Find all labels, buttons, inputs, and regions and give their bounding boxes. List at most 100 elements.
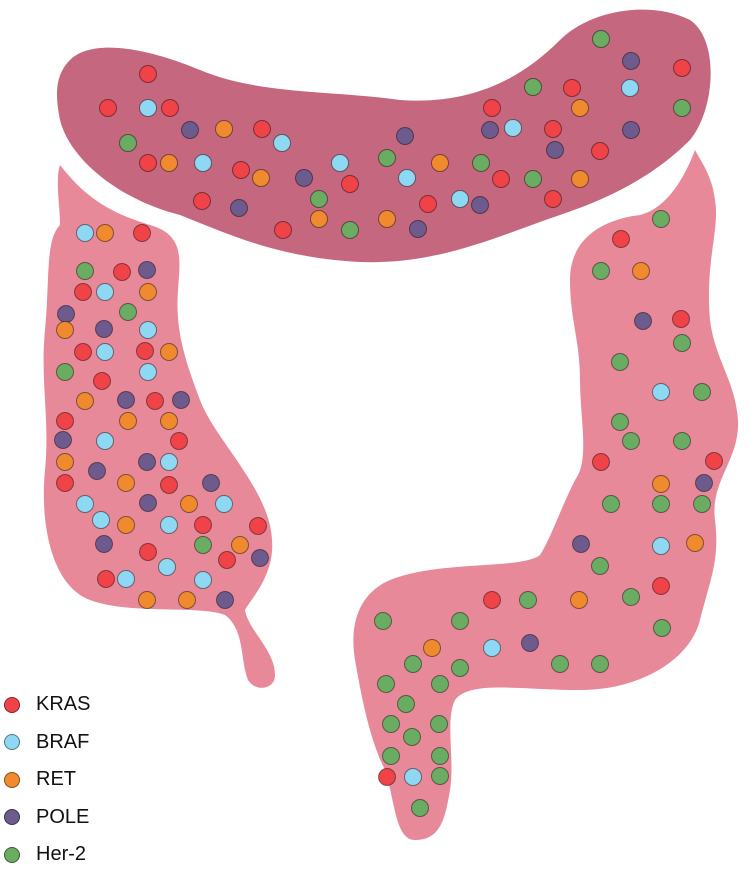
her2-marker: [194, 536, 212, 554]
kras-marker: [483, 591, 501, 609]
kras-marker: [56, 474, 74, 492]
her2-marker: [56, 363, 74, 381]
kras-marker: [483, 99, 501, 117]
kras-marker: [232, 161, 250, 179]
ret-marker: [632, 262, 650, 280]
kras-marker: [705, 452, 723, 470]
pole-marker: [216, 591, 234, 609]
ret-marker: [56, 321, 74, 339]
kras-marker: [492, 170, 510, 188]
pole-marker: [622, 52, 640, 70]
pole-marker: [139, 494, 157, 512]
kras-marker: [218, 551, 236, 569]
kras-marker: [136, 342, 154, 360]
braf-marker: [483, 639, 501, 657]
braf-marker: [451, 190, 469, 208]
kras-marker: [544, 190, 562, 208]
her2-marker: [451, 612, 469, 630]
legend-item-pole: POLE: [4, 799, 90, 837]
pole-dot-icon: [4, 809, 20, 826]
pole-marker: [138, 261, 156, 279]
braf-marker: [398, 169, 416, 187]
her2-marker: [592, 30, 610, 48]
pole-marker: [695, 474, 713, 492]
kras-marker: [378, 768, 396, 786]
pole-marker: [521, 634, 539, 652]
kras-marker: [74, 283, 92, 301]
pole-marker: [396, 127, 414, 145]
kras-marker: [592, 453, 610, 471]
her2-marker: [341, 221, 359, 239]
her2-dot-icon: [4, 846, 20, 863]
kras-marker: [672, 310, 690, 328]
her2-marker: [622, 588, 640, 606]
her2-marker: [693, 383, 711, 401]
pole-marker: [202, 474, 220, 492]
braf-marker: [160, 453, 178, 471]
her2-marker: [119, 303, 137, 321]
her2-marker: [591, 557, 609, 575]
her2-marker: [652, 495, 670, 513]
pole-marker: [295, 169, 313, 187]
ret-marker: [139, 283, 157, 301]
kras-marker: [341, 175, 359, 193]
pole-marker: [409, 220, 427, 238]
kras-marker: [563, 79, 581, 97]
legend-item-her2: Her-2: [4, 836, 90, 874]
legend-label: BRAF: [36, 730, 90, 753]
pole-marker: [634, 312, 652, 330]
her2-marker: [382, 715, 400, 733]
braf-marker: [117, 570, 135, 588]
braf-marker: [194, 571, 212, 589]
ret-dot-icon: [4, 771, 20, 788]
braf-marker: [158, 558, 176, 576]
kras-marker: [419, 195, 437, 213]
her2-marker: [310, 190, 328, 208]
her2-marker: [652, 210, 670, 228]
legend-label: Her-2: [36, 843, 87, 866]
her2-marker: [119, 134, 137, 152]
ret-marker: [652, 475, 670, 493]
braf-marker: [139, 363, 157, 381]
legend: KRAS BRAF RET POLE Her-2: [4, 686, 90, 874]
kras-marker: [160, 476, 178, 494]
her2-marker: [673, 432, 691, 450]
pole-marker: [54, 431, 72, 449]
pole-marker: [117, 391, 135, 409]
kras-marker: [146, 392, 164, 410]
her2-marker: [378, 149, 396, 167]
her2-marker: [431, 767, 449, 785]
her2-marker: [76, 262, 94, 280]
kras-marker: [544, 120, 562, 138]
her2-marker: [622, 432, 640, 450]
ret-marker: [76, 392, 94, 410]
ret-marker: [431, 154, 449, 172]
her2-marker: [653, 619, 671, 637]
kras-marker: [139, 154, 157, 172]
kras-marker: [591, 142, 609, 160]
braf-marker: [652, 383, 670, 401]
her2-marker: [431, 747, 449, 765]
ret-marker: [180, 495, 198, 513]
braf-marker: [160, 516, 178, 534]
kras-marker: [133, 224, 151, 242]
braf-marker: [139, 99, 157, 117]
pole-marker: [251, 549, 269, 567]
legend-item-kras: KRAS: [4, 686, 90, 724]
kras-marker: [139, 65, 157, 83]
braf-marker: [273, 134, 291, 152]
kras-marker: [652, 577, 670, 595]
her2-marker: [374, 612, 392, 630]
her2-marker: [472, 154, 490, 172]
kras-marker: [193, 192, 211, 210]
legend-label: POLE: [36, 805, 90, 828]
her2-marker: [519, 591, 537, 609]
braf-marker: [92, 511, 110, 529]
kras-marker: [99, 99, 117, 117]
her2-marker: [673, 334, 691, 352]
ret-marker: [160, 343, 178, 361]
legend-label: KRAS: [36, 693, 91, 716]
her2-marker: [451, 659, 469, 677]
her2-marker: [430, 715, 448, 733]
